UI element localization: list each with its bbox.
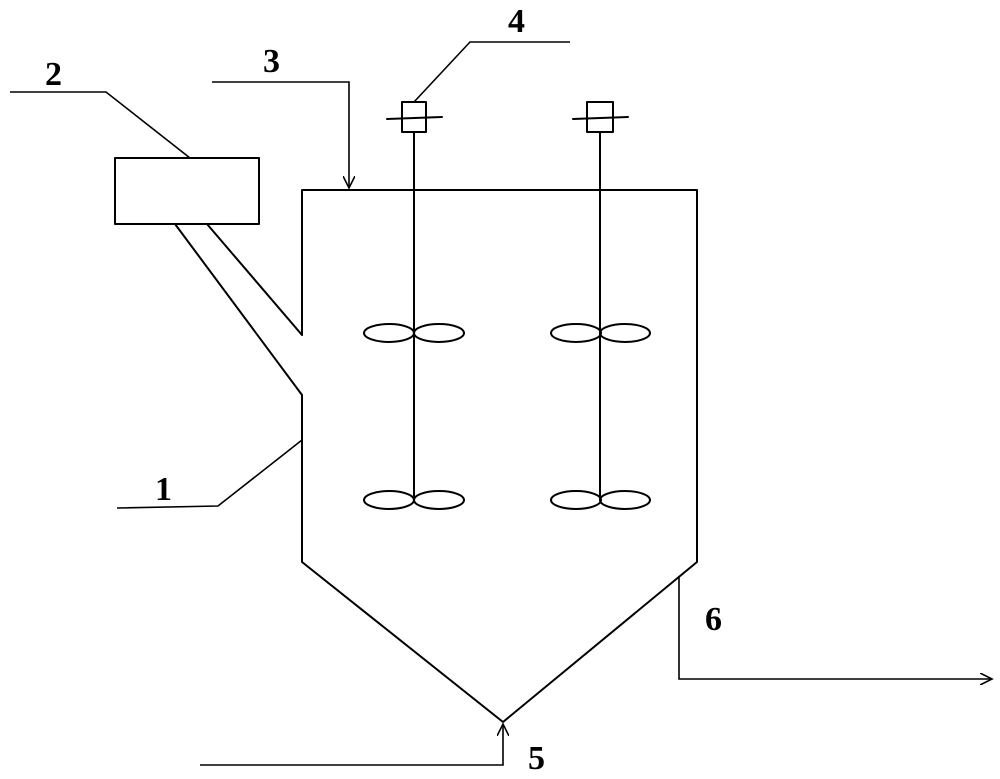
motor-bar-left [386, 116, 443, 120]
top-inlet [212, 81, 349, 188]
bottom-inlet-line [200, 724, 503, 766]
blade-right-upper-a [550, 323, 602, 343]
label-1: 1 [155, 471, 172, 508]
tank-outline [301, 189, 698, 723]
feed-hopper [114, 157, 303, 396]
stirrer-left [363, 101, 465, 510]
blade-right-lower-b [599, 490, 651, 510]
tank-body [301, 189, 698, 723]
chute-inner-line [206, 223, 303, 336]
label-5: 5 [528, 740, 545, 777]
chute-outer-line [174, 223, 303, 396]
inlet-line [212, 81, 349, 188]
leader-line-1 [116, 439, 303, 509]
blade-left-upper-b [413, 323, 465, 343]
blade-left-lower-b [413, 490, 465, 510]
label-2: 2 [45, 56, 62, 93]
blade-right-upper-b [599, 323, 651, 343]
leader-line-4 [413, 41, 570, 103]
feed-box [114, 157, 260, 225]
label-4: 4 [508, 3, 525, 40]
label-6: 6 [705, 601, 722, 638]
bottom-inlet [200, 724, 503, 766]
stirrer-right [550, 101, 651, 510]
leader-line-2 [10, 91, 191, 159]
outlet-line [678, 576, 992, 679]
side-outlet [678, 576, 992, 679]
motor-bar-right [572, 116, 629, 120]
label-3: 3 [263, 43, 280, 80]
blade-left-upper-a [363, 323, 415, 343]
blade-right-lower-a [550, 490, 602, 510]
leader-lines [10, 41, 570, 509]
blade-left-lower-a [363, 490, 415, 510]
